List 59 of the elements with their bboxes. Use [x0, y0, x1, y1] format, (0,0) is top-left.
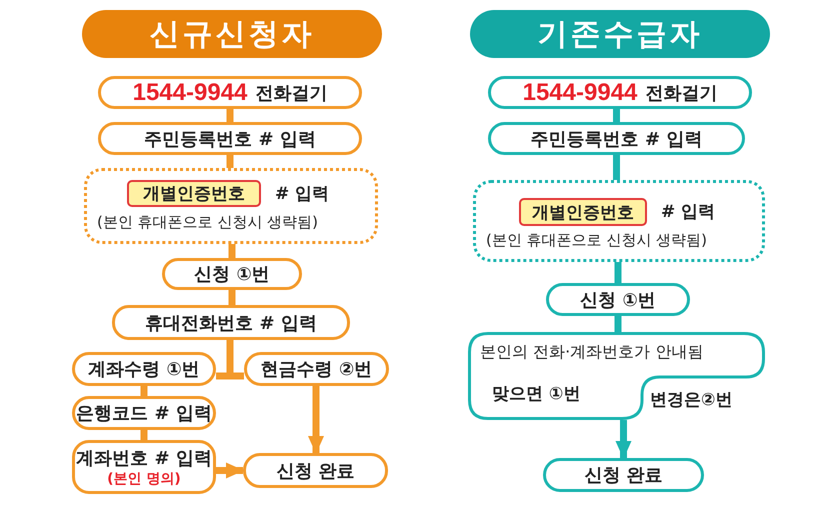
header-title: 신규신청자	[150, 16, 314, 54]
step-label: 휴대전화번호 # 입력	[145, 312, 317, 334]
note-text: (본인 휴대폰으로 신청시 생략됨)	[97, 213, 318, 232]
step-box	[162, 258, 302, 290]
optional-step-box	[473, 180, 765, 262]
header-title: 기존수급자	[538, 16, 702, 54]
arrow	[308, 386, 324, 454]
step-label: # 입력	[275, 183, 330, 205]
connector-line	[226, 155, 234, 168]
connector-line	[140, 430, 148, 440]
step-label: # 입력	[661, 201, 716, 223]
phone-number: 1544-9944	[132, 78, 248, 106]
step-label: 신청 ①번	[580, 288, 656, 312]
step-label: 전화걸기	[645, 82, 718, 104]
step-label: 현금수령 ②번	[260, 358, 372, 381]
header-banner	[82, 10, 382, 58]
step-label: 신청 ①번	[194, 263, 270, 286]
step-label: 개별인증번호	[532, 202, 634, 224]
step-label: 맞으면 ①번	[492, 383, 580, 405]
connector-line	[140, 386, 148, 396]
arrow	[616, 420, 632, 459]
step-box	[543, 458, 704, 492]
arrow	[216, 462, 244, 478]
step-box	[72, 396, 216, 430]
step-label: 신청 완료	[276, 460, 355, 482]
step-box	[98, 122, 362, 155]
step-box	[244, 352, 389, 386]
step-box	[72, 440, 216, 494]
connector-line	[613, 109, 620, 122]
connector-line	[226, 109, 234, 122]
connector-line	[228, 244, 236, 258]
step-label: 개별인증번호	[143, 183, 245, 205]
note-text: (본인 휴대폰으로 신청시 생략됨)	[486, 231, 708, 250]
step-label: 변경은②번	[650, 389, 732, 411]
step-box	[72, 352, 216, 386]
connector-line	[614, 316, 622, 332]
step-box	[112, 305, 350, 340]
connector-line	[613, 155, 620, 180]
phone-number: 1544-9944	[522, 78, 638, 106]
step-box	[98, 76, 362, 109]
step-label: 은행코드 # 입력	[76, 402, 212, 425]
step-label: 주민등록번호 # 입력	[530, 128, 702, 150]
step-box	[243, 453, 388, 488]
step-label: 전화걸기	[255, 82, 328, 104]
code-highlight	[127, 180, 261, 207]
connector-line	[614, 262, 622, 283]
step-box	[488, 122, 745, 155]
step-box	[546, 283, 690, 316]
header-banner	[470, 10, 770, 58]
step-box	[488, 76, 752, 109]
step-label: 신청 완료	[584, 464, 663, 487]
step-label: 계좌수령 ①번	[88, 358, 200, 381]
instruction-text: 본인의 전화·계좌번호가 안내됨	[480, 342, 704, 363]
step-label: 주민등록번호 # 입력	[144, 128, 316, 150]
code-highlight	[519, 198, 647, 226]
notice-box	[468, 332, 765, 420]
connector-line	[228, 290, 236, 305]
note-text: (본인 명의)	[107, 470, 181, 488]
step-label: 계좌번호 # 입력	[76, 447, 212, 470]
